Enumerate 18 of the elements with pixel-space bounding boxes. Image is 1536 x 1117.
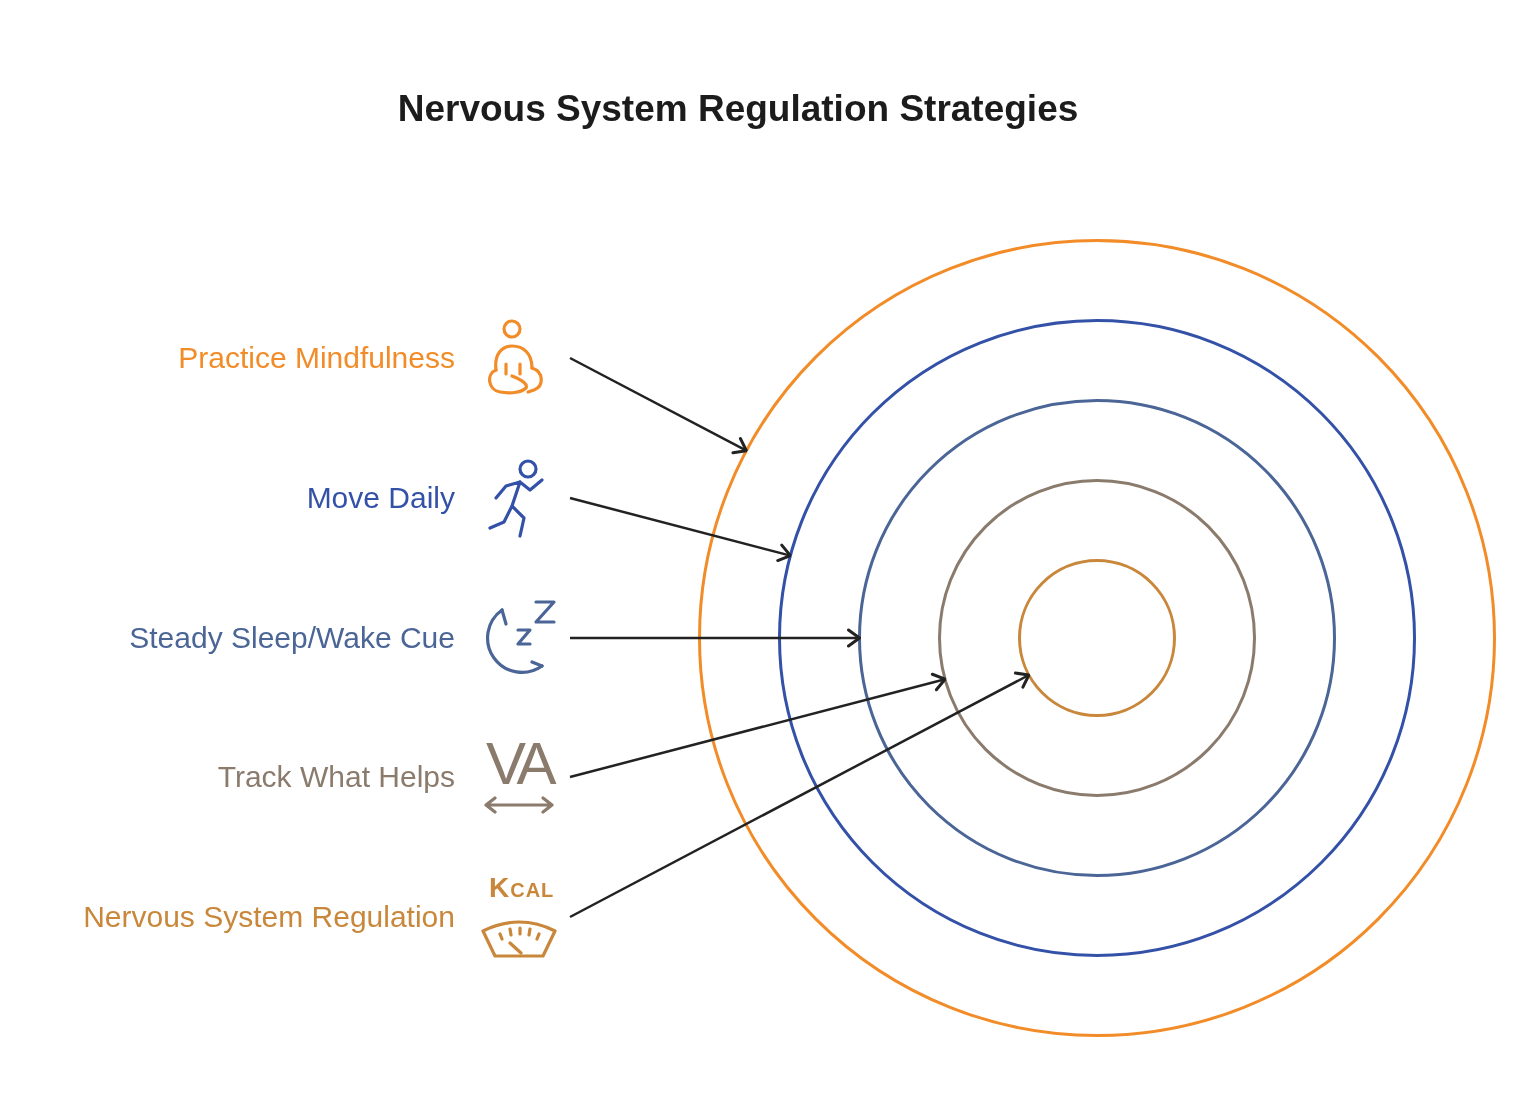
strategy-label: Nervous System Regulation: [83, 899, 455, 935]
ring: [778, 319, 1416, 957]
ring: [938, 479, 1256, 797]
ring: [698, 239, 1496, 1037]
ring: [858, 399, 1336, 877]
arrow: [569, 672, 947, 779]
strategy-label: Steady Sleep/Wake Cue: [129, 620, 455, 656]
icon-lettering: KCAL: [489, 874, 555, 902]
icon-lettering: VA: [486, 734, 552, 794]
diagram-title: Nervous System Regulation Strategies: [397, 88, 1079, 131]
arrow: [570, 628, 861, 648]
arrow: [569, 356, 748, 455]
arrow: [569, 496, 792, 563]
strategy-label: Move Daily: [306, 480, 455, 516]
strategy-label: Track What Helps: [217, 759, 455, 795]
ring: [1018, 559, 1176, 717]
strategy-label: Practice Mindfulness: [178, 340, 455, 376]
arrow: [569, 671, 1031, 919]
